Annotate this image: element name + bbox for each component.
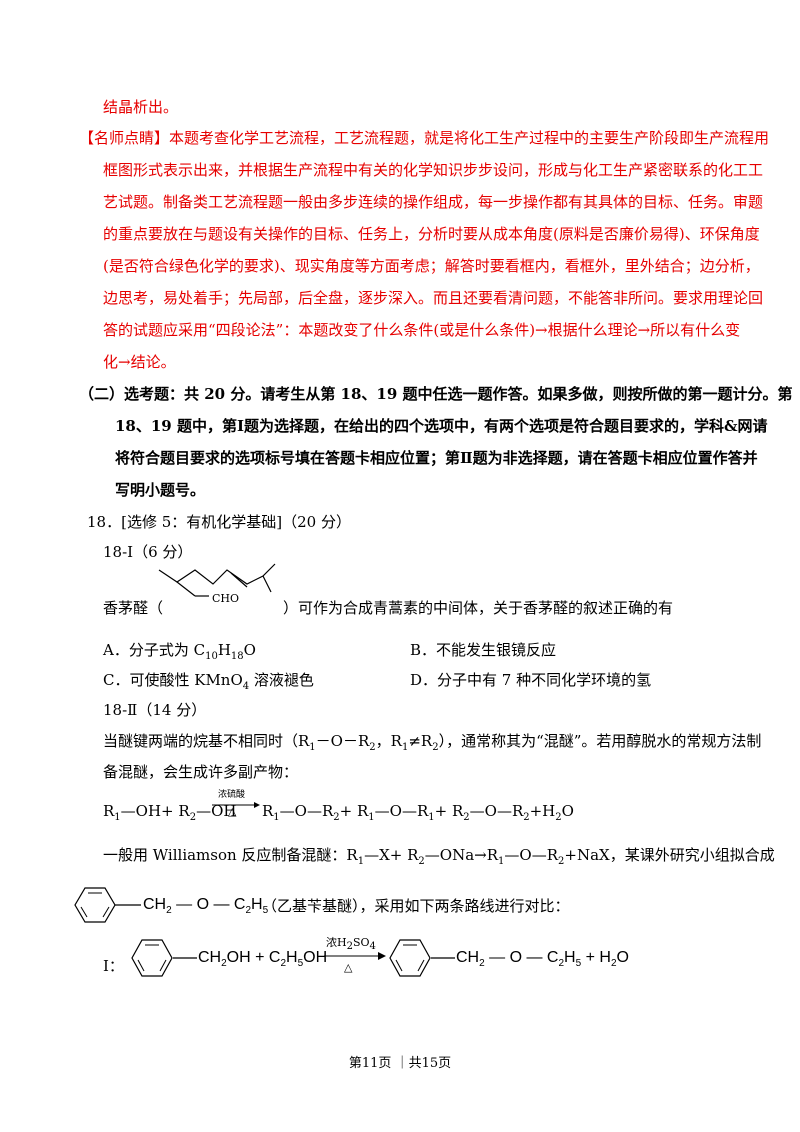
equation-1-arrow — [210, 792, 260, 818]
benzene-ring-icon — [130, 938, 174, 978]
route-1-condition-bottom: △ — [344, 961, 353, 974]
section-line: 将符合题目要求的选项标号填在答题卡相应位置；第Ⅱ题为非选择题，请在答题卡相应位置… — [115, 449, 758, 467]
tip-line: 【名师点睛】本题考查化学工艺流程，工艺流程题，就是将化工生产过程中的主要生产阶段… — [79, 129, 770, 147]
section-line: 写明小题号。 — [115, 481, 206, 499]
benzene-ring-icon — [388, 938, 432, 978]
option-a: A．分子式为 C10H18O — [103, 641, 256, 662]
route-1-condition-top: 浓H2SO4 — [326, 936, 376, 953]
tip-line: 框图形式表示出来，并根据生产流程中有关的化学知识步步设问，形成与化工生产紧密联系… — [103, 161, 764, 179]
route-1-arrow — [322, 946, 386, 966]
answer-tail: 结晶析出。 — [103, 98, 179, 116]
question-18-title: 18．[选修 5：有机化学基础]（20 分） — [87, 513, 351, 531]
equation-1-condition-top: 浓硫酸 — [218, 790, 246, 800]
option-b: B．不能发生银镜反应 — [410, 641, 557, 659]
tip-line: 艺试题。制备类工艺流程题一般由多步连续的操作组成，每一步操作都有其具体的目标、任… — [103, 193, 764, 211]
page-footer: 第11页 ｜共15页 — [348, 1056, 452, 1071]
tip-line: 答的试题应采用“四段论法”：本题改变了什么条件(或是什么条件)→根据什么理论→所… — [103, 321, 741, 339]
paragraph-1: 当醚键两端的烷基不相同时（R1－O－R2，R1≠R2），通常称其为“混醚”。若用… — [103, 732, 762, 753]
stem-prefix: 香茅醛（ — [103, 599, 164, 617]
section-line: （二）选考题：共 20 分。请考生从第 18、19 题中任选一题作答。如果多做，… — [79, 385, 793, 403]
route-1-label: Ⅰ： — [103, 957, 124, 975]
citronellal-structure — [155, 562, 285, 610]
stem-suffix: ）可作为合成青蒿素的中间体，关于香茅醛的叙述正确的有 — [283, 599, 674, 617]
part-1-label: 18-Ⅰ（6 分） — [103, 543, 193, 561]
cho-label: CHO — [212, 592, 240, 605]
paragraph-2: 备混醚，会生成许多副产物： — [103, 763, 299, 781]
option-d: D．分子中有 7 种不同化学环境的氢 — [410, 671, 652, 689]
tip-line: 边思考，易处着手；先局部，后全盘，逐步深入。而且还要看清问题，不能答非所问。要求… — [103, 289, 764, 307]
tip-line: 的重点要放在与题设有关操作的目标、任务上，分析时要从成本角度(原料是否廉价易得)… — [103, 225, 760, 243]
option-c: C．可使酸性 KMnO4 溶液褪色 — [103, 671, 314, 692]
tip-line: 化→结论。 — [103, 353, 176, 371]
target-formula: CH2 — O — C2H5 — [143, 896, 269, 917]
tip-line: (是否符合绿色化学的要求)、现实角度等方面考虑；解答时要看框内，看框外，里外结合… — [103, 257, 760, 275]
benzene-ring-icon — [74, 886, 116, 924]
bond-line — [173, 956, 197, 960]
bond-line — [115, 903, 141, 907]
equation-1-condition-bottom: △ — [228, 805, 237, 818]
route-1-reactants: CH2OH + C2H5OH — [198, 949, 328, 970]
paragraph-3: 一般用 Williamson 反应制备混醚：R1—X+ R2—ONa→R1—O—… — [103, 846, 775, 867]
target-name: （乙基苄基醚），采用如下两条路线进行对比： — [262, 897, 570, 915]
equation-1-right: R1—O—R2+ R1—O—R1+ R2—O—R2+H2O — [262, 802, 574, 823]
equation-1-left: R1—OH+ R2—OH — [103, 802, 237, 823]
part-2-label: 18-Ⅱ（14 分） — [103, 701, 207, 719]
section-line: 18、19 题中，第Ⅰ题为选择题，在给出的四个选项中，有两个选项是符合题目要求的… — [115, 417, 768, 435]
bond-line — [431, 956, 455, 960]
route-1-product: CH2 — O — C2H5 + H2O — [456, 949, 629, 970]
